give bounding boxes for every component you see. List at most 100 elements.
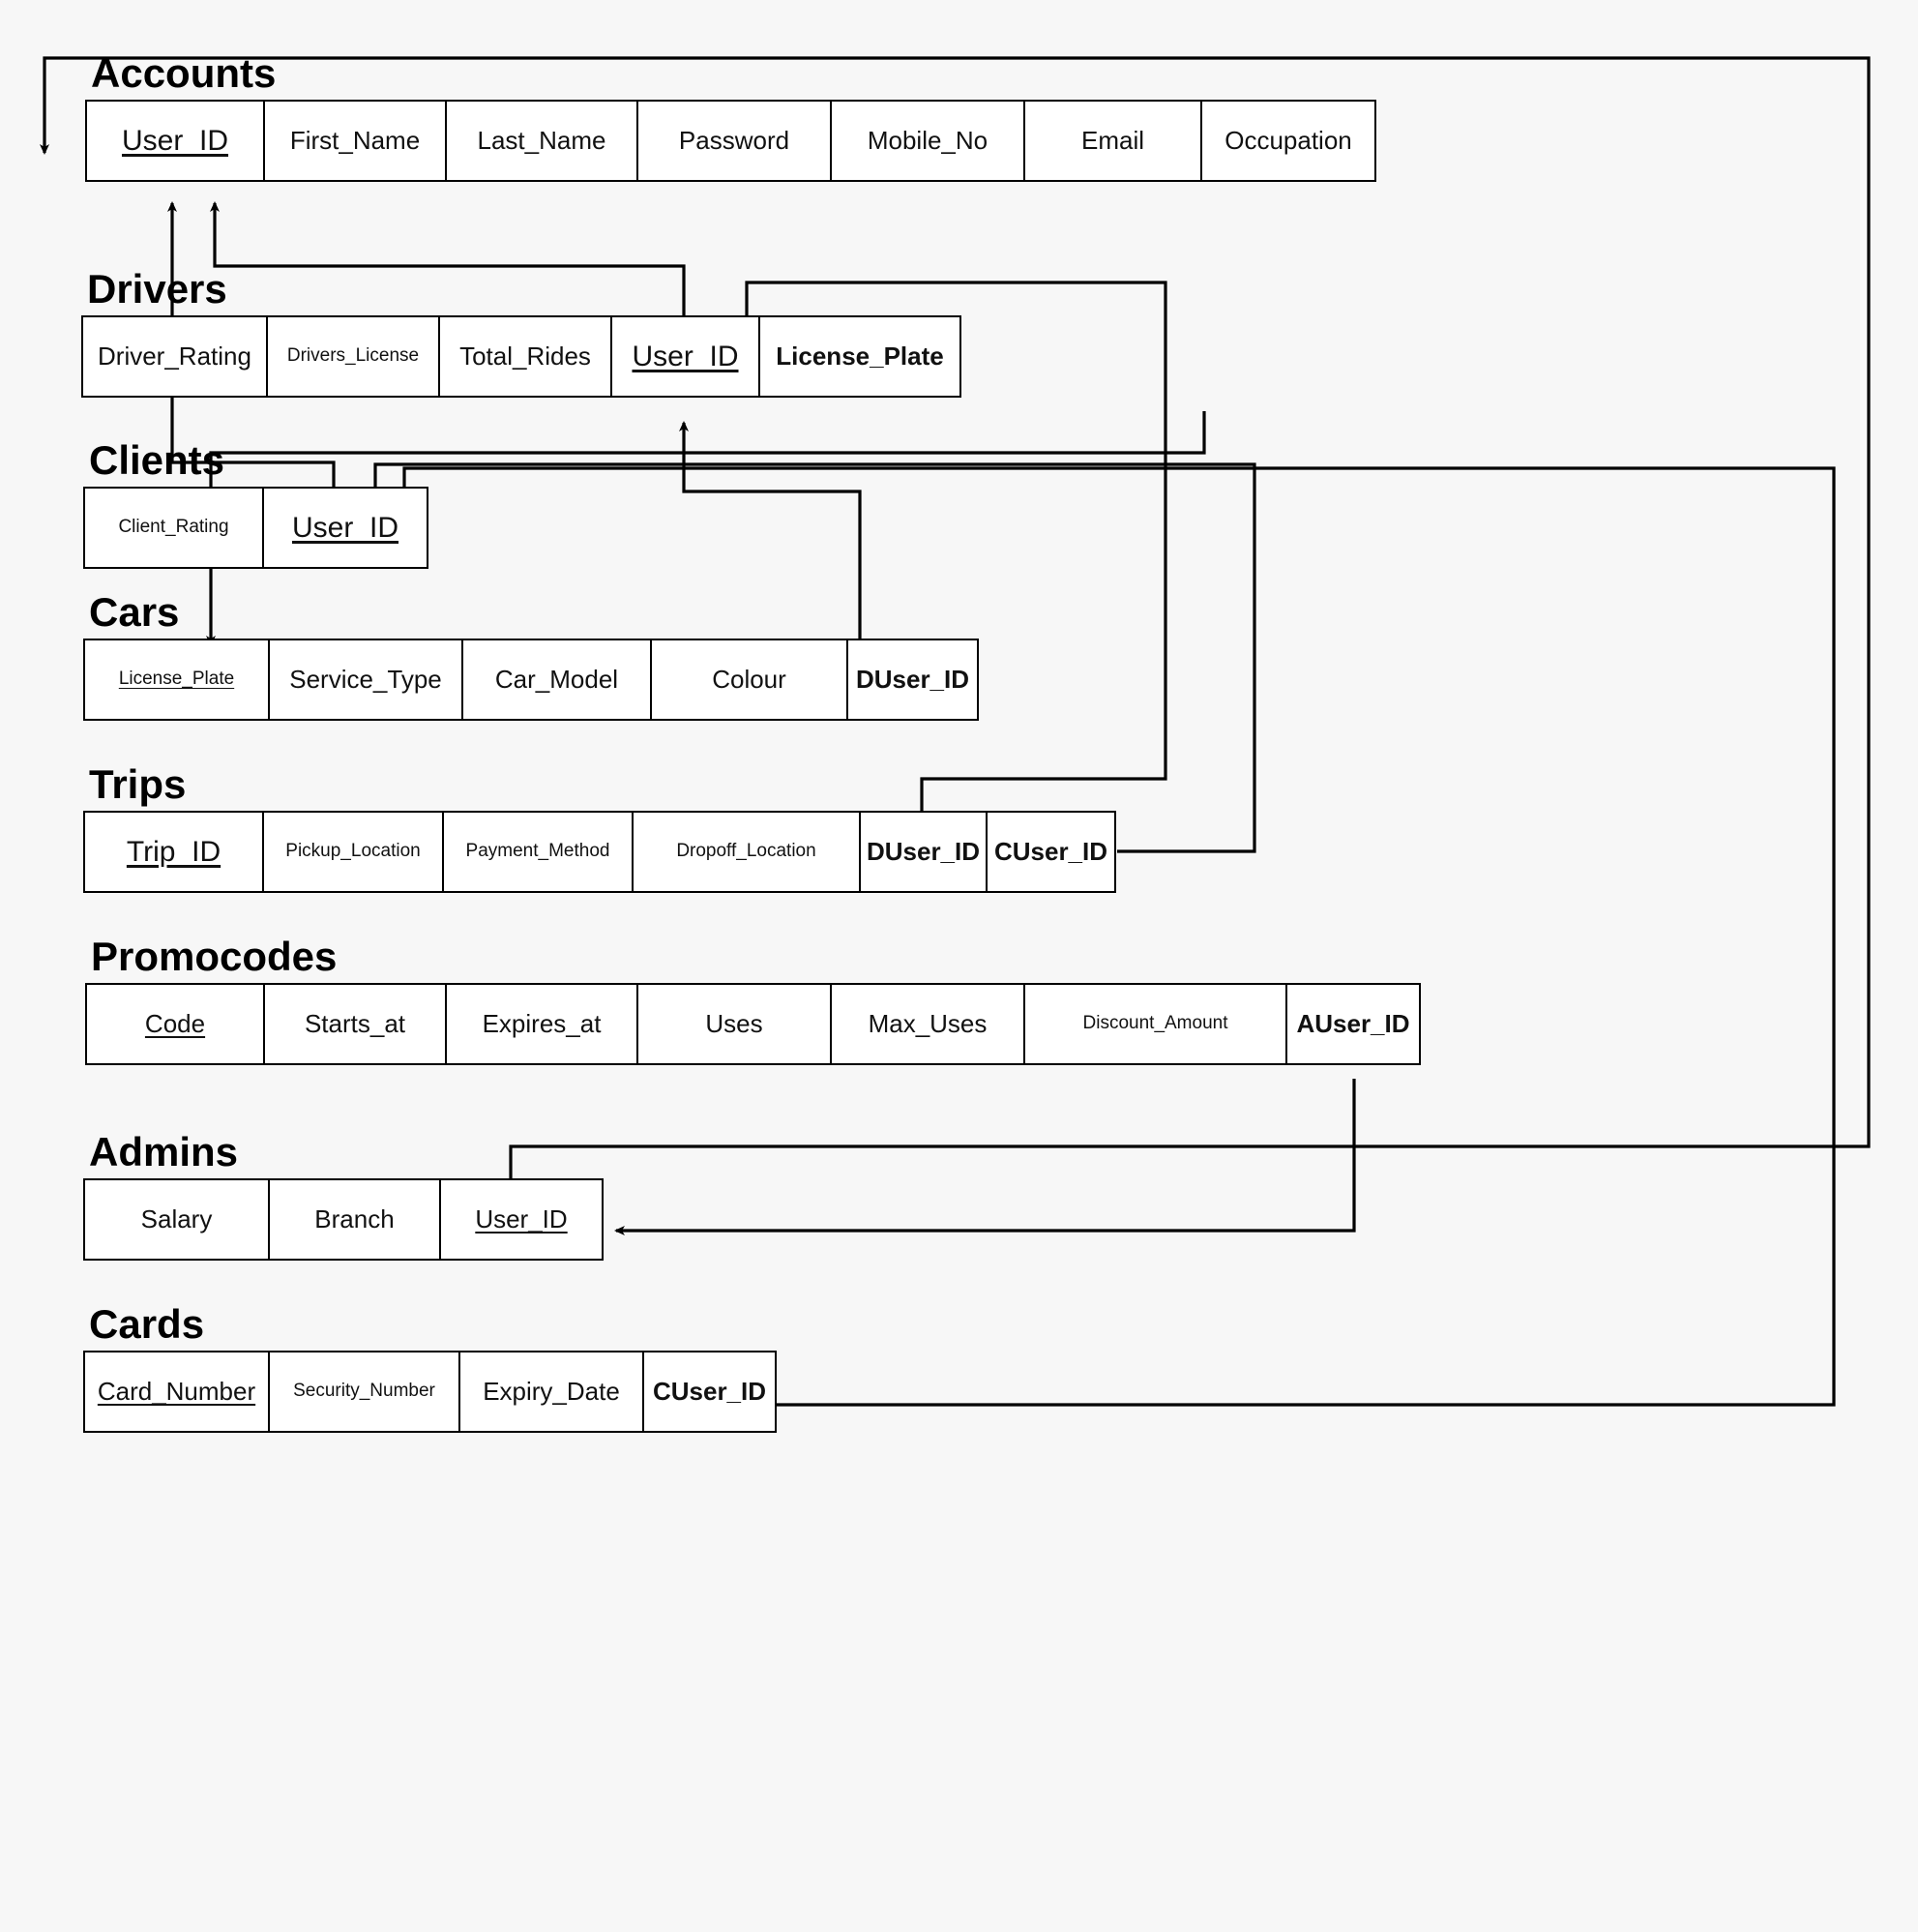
attribute-label: Max_Uses (868, 1009, 988, 1039)
attribute-label: DUser_ID (866, 837, 981, 867)
attribute-label: Dropoff_Location (676, 841, 816, 862)
attribute-duser_id[interactable]: DUser_ID (859, 811, 988, 893)
attribute-uses[interactable]: Uses (636, 983, 832, 1065)
attribute-car_model[interactable]: Car_Model (461, 639, 652, 721)
attribute-label: License_Plate (118, 669, 235, 690)
attribute-label: Branch (314, 1204, 395, 1234)
attribute-email[interactable]: Email (1023, 100, 1202, 182)
attribute-label: First_Name (289, 126, 421, 156)
attribute-cuser_id[interactable]: CUser_ID (642, 1351, 777, 1433)
attribute-code[interactable]: Code (85, 983, 265, 1065)
attribute-auser_id[interactable]: AUser_ID (1285, 983, 1421, 1065)
attribute-row: Code Starts_at Expires_at Uses Max_Uses Disco… (85, 983, 1421, 1065)
attribute-label: Expires_at (482, 1009, 602, 1039)
attribute-last_name[interactable]: Last_Name (445, 100, 638, 182)
attribute-max_uses[interactable]: Max_Uses (830, 983, 1025, 1065)
attribute-row: Card_Number Security_Number Expiry_Date CUs… (83, 1351, 777, 1433)
attribute-card_number[interactable]: Card_Number (83, 1351, 270, 1433)
attribute-user_id[interactable]: User_ID (610, 315, 760, 398)
attribute-first_name[interactable]: First_Name (263, 100, 447, 182)
attribute-user_id[interactable]: User_ID (85, 100, 265, 182)
attribute-row: Salary Branch User_ID (83, 1178, 604, 1261)
attribute-trip_id[interactable]: Trip_ID (83, 811, 264, 893)
wire-promocodes-to-admins (614, 1079, 1356, 1235)
attribute-label: CUser_ID (652, 1377, 767, 1407)
entity-title-clients: Clients (89, 437, 225, 483)
attribute-label: Security_Number (293, 1381, 435, 1402)
attribute-label: Colour (712, 665, 786, 695)
wire-trips-cuser-to-clients (370, 462, 1256, 853)
attribute-branch[interactable]: Branch (268, 1178, 441, 1261)
wire-admins-to-accounts (40, 56, 1871, 1190)
attribute-dropoff_location[interactable]: Dropoff_Location (632, 811, 861, 893)
wire-drivers-to-accounts (210, 201, 686, 329)
attribute-duser_id[interactable]: DUser_ID (846, 639, 979, 721)
attribute-label: User_ID (121, 125, 229, 157)
attribute-mobile_no[interactable]: Mobile_No (830, 100, 1025, 182)
attribute-discount_amount[interactable]: Discount_Amount (1023, 983, 1287, 1065)
attribute-expiry_date[interactable]: Expiry_Date (458, 1351, 644, 1433)
attribute-total_rides[interactable]: Total_Rides (438, 315, 612, 398)
attribute-label: Driver_Rating (98, 342, 251, 372)
attribute-row: Trip_ID Pickup_Location Payment_Method Drop… (83, 811, 1116, 893)
attribute-label: Email (1080, 126, 1144, 156)
attribute-client_rating[interactable]: Client_Rating (83, 487, 264, 569)
attribute-user_id[interactable]: User_ID (439, 1178, 604, 1261)
wire-cards-to-clients (399, 466, 1836, 1407)
attribute-label: Password (678, 126, 790, 156)
entity-title-admins: Admins (89, 1129, 239, 1174)
attribute-license_plate[interactable]: License_Plate (83, 639, 270, 721)
attribute-label: Discount_Amount (1082, 1013, 1228, 1034)
attribute-label: License_Plate (776, 342, 944, 372)
attribute-colour[interactable]: Colour (650, 639, 848, 721)
attribute-security_number[interactable]: Security_Number (268, 1351, 460, 1433)
attribute-service_type[interactable]: Service_Type (268, 639, 463, 721)
attribute-occupation[interactable]: Occupation (1200, 100, 1376, 182)
attribute-label: Service_Type (289, 665, 442, 695)
attribute-row: User_ID First_Name Last_Name Password Mobile… (85, 100, 1376, 182)
attribute-pickup_location[interactable]: Pickup_Location (262, 811, 444, 893)
attribute-label: Trip_ID (126, 836, 221, 868)
attribute-label: Car_Model (494, 665, 619, 695)
attribute-label: CUser_ID (993, 837, 1108, 867)
attribute-label: DUser_ID (855, 665, 970, 695)
attribute-drivers_license[interactable]: Drivers_License (266, 315, 440, 398)
attribute-payment_method[interactable]: Payment_Method (442, 811, 634, 893)
attribute-user_id[interactable]: User_ID (262, 487, 428, 569)
attribute-row: License_Plate Service_Type Car_Model Colour… (83, 639, 979, 721)
entity-title-cards: Cards (89, 1301, 205, 1347)
attribute-label: Expiry_Date (483, 1377, 620, 1407)
attribute-expires_at[interactable]: Expires_at (445, 983, 638, 1065)
entity-title-accounts: Accounts (91, 50, 277, 96)
attribute-label: Mobile_No (867, 126, 989, 156)
attribute-starts_at[interactable]: Starts_at (263, 983, 447, 1065)
attribute-label: Starts_at (304, 1009, 406, 1039)
attribute-label: Pickup_Location (285, 841, 421, 862)
attribute-driver_rating[interactable]: Driver_Rating (81, 315, 268, 398)
attribute-label: Total_Rides (459, 342, 591, 372)
attribute-label: Last_Name (477, 126, 606, 156)
entity-title-cars: Cars (89, 589, 180, 635)
attribute-password[interactable]: Password (636, 100, 832, 182)
attribute-label: Uses (705, 1009, 763, 1039)
attribute-label: User_ID (475, 1204, 568, 1234)
attribute-license_plate[interactable]: License_Plate (758, 315, 961, 398)
attribute-label: AUser_ID (1296, 1009, 1410, 1039)
attribute-label: Salary (140, 1204, 213, 1234)
entity-title-trips: Trips (89, 761, 187, 807)
attribute-cuser_id[interactable]: CUser_ID (986, 811, 1116, 893)
attribute-label: Drivers_License (286, 345, 420, 367)
attribute-label: User_ID (291, 512, 399, 544)
attribute-label: Occupation (1225, 126, 1352, 156)
attribute-row: Driver_Rating Drivers_License Total_Rides U… (81, 315, 961, 398)
attribute-salary[interactable]: Salary (83, 1178, 270, 1261)
